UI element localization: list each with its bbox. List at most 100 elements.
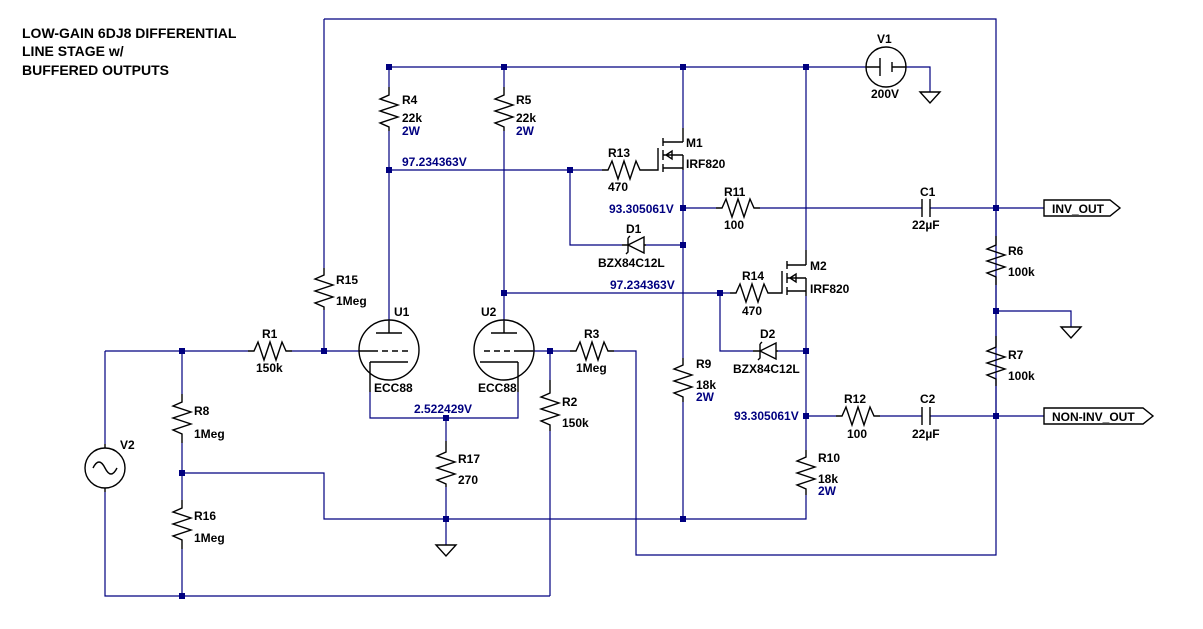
- r14-name: R14: [742, 269, 764, 283]
- r13-name: R13: [608, 146, 630, 160]
- r10-name: R10: [818, 451, 840, 465]
- triode-u2: U2 ECC88: [473, 305, 535, 395]
- c1-name: C1: [920, 185, 936, 199]
- m1-value: IRF820: [686, 157, 726, 171]
- r14-value: 470: [742, 304, 762, 318]
- r8-name: R8: [194, 404, 210, 418]
- r4-name: R4: [402, 93, 418, 107]
- resistor-r17: R17 270: [434, 441, 480, 487]
- voltage-plate-u2: 97.234363V: [610, 278, 675, 292]
- zener-diode-d2: D2 BZX84C12L: [733, 327, 800, 376]
- resistor-r8: R8 1Meg: [170, 394, 225, 443]
- r3-value: 1Meg: [576, 361, 607, 375]
- m2-value: IRF820: [810, 282, 850, 296]
- voltage-source-m2: 93.305061V: [734, 409, 799, 423]
- resistor-r5: R5 22k 2W: [492, 87, 536, 138]
- d1-name: D1: [626, 222, 642, 236]
- r7-value: 100k: [1008, 369, 1035, 383]
- triode-u1: U1 ECC88: [358, 305, 420, 395]
- r11-name: R11: [724, 185, 746, 199]
- ground-symbols: [434, 91, 1083, 558]
- r9-name: R9: [696, 357, 712, 371]
- voltage-source-m1: 93.305061V: [609, 202, 674, 216]
- r5-value: 22k: [516, 111, 536, 125]
- d2-name: D2: [760, 327, 776, 341]
- voltage-source-v2: V2: [84, 438, 135, 492]
- r7-name: R7: [1008, 348, 1024, 362]
- r3-name: R3: [584, 327, 600, 341]
- non-inv-out-text: NON-INV_OUT: [1052, 410, 1135, 424]
- r17-name: R17: [458, 452, 480, 466]
- capacitor-c2: C2 22µF: [912, 392, 940, 441]
- r1-name: R1: [262, 327, 278, 341]
- r12-value: 100: [847, 427, 867, 441]
- resistor-r7: R7 100k: [984, 336, 1035, 386]
- net-label-inv-out: INV_OUT: [1043, 199, 1122, 217]
- d2-value: BZX84C12L: [733, 362, 800, 376]
- r6-name: R6: [1008, 244, 1024, 258]
- resistor-r11: R11 100: [716, 185, 760, 232]
- r8-value: 1Meg: [194, 427, 225, 441]
- voltage-cathode: 2.522429V: [414, 402, 472, 416]
- c1-value: 22µF: [912, 218, 940, 232]
- resistor-r1: R1 150k: [248, 327, 292, 375]
- schematic-title: LOW-GAIN 6DJ8 DIFFERENTIAL LINE STAGE w/…: [22, 25, 237, 78]
- net-label-non-inv-out: NON-INV_OUT: [1043, 407, 1155, 425]
- r9-value: 18k: [696, 378, 716, 392]
- r5-power: 2W: [516, 124, 535, 138]
- r2-value: 150k: [562, 416, 589, 430]
- v1-name: V1: [877, 32, 892, 46]
- resistor-r2: R2 150k: [538, 380, 589, 431]
- resistor-r12: R12 100: [836, 392, 880, 441]
- r2-name: R2: [562, 395, 578, 409]
- voltage-plate-u1: 97.234363V: [402, 155, 467, 169]
- resistor-r14: R14 470: [730, 269, 774, 318]
- title-line-2: LINE STAGE w/: [22, 43, 124, 59]
- r10-value: 18k: [818, 472, 838, 486]
- capacitor-c1: C1 22µF: [912, 185, 940, 232]
- r4-value: 22k: [402, 111, 422, 125]
- title-line-3: BUFFERED OUTPUTS: [22, 62, 169, 78]
- resistor-r10: R10 18k 2W: [794, 450, 840, 498]
- d1-value: BZX84C12L: [598, 256, 665, 270]
- u1-value: ECC88: [374, 381, 413, 395]
- resistor-r6: R6 100k: [984, 236, 1035, 285]
- m1-name: M1: [686, 136, 703, 150]
- r9-power: 2W: [696, 390, 715, 404]
- junctions: [179, 64, 999, 599]
- voltage-source-v1: V1 200V: [865, 32, 907, 101]
- c2-value: 22µF: [912, 427, 940, 441]
- r15-value: 1Meg: [336, 294, 367, 308]
- resistor-r15: R15 1Meg: [312, 268, 367, 310]
- r5-name: R5: [516, 93, 532, 107]
- r1-value: 150k: [256, 361, 283, 375]
- c2-name: C2: [920, 392, 936, 406]
- resistor-r13: R13 470: [602, 146, 648, 194]
- title-line-1: LOW-GAIN 6DJ8 DIFFERENTIAL: [22, 25, 237, 41]
- r16-name: R16: [194, 509, 216, 523]
- u2-value: ECC88: [478, 381, 517, 395]
- resistor-r9: R9 18k 2W: [671, 357, 716, 404]
- r17-value: 270: [458, 473, 478, 487]
- resistor-r4: R4 22k 2W: [377, 87, 422, 138]
- r4-power: 2W: [402, 124, 421, 138]
- r6-value: 100k: [1008, 265, 1035, 279]
- v2-name: V2: [120, 438, 135, 452]
- wires: [104, 18, 1072, 597]
- v1-value: 200V: [871, 87, 899, 101]
- r10-power: 2W: [818, 484, 837, 498]
- r11-value: 100: [724, 218, 744, 232]
- resistor-r16: R16 1Meg: [170, 500, 225, 549]
- u2-name: U2: [481, 305, 497, 319]
- node-voltage-labels: 97.234363V 97.234363V 93.305061V 93.3050…: [402, 155, 799, 423]
- r16-value: 1Meg: [194, 531, 225, 545]
- zener-diode-d1: D1 BZX84C12L: [598, 222, 665, 270]
- mosfet-m2: M2 IRF820: [774, 250, 850, 296]
- r13-value: 470: [608, 180, 628, 194]
- inv-out-text: INV_OUT: [1052, 202, 1105, 216]
- r15-name: R15: [336, 273, 358, 287]
- r12-name: R12: [844, 392, 866, 406]
- m2-name: M2: [810, 259, 827, 273]
- u1-name: U1: [394, 305, 410, 319]
